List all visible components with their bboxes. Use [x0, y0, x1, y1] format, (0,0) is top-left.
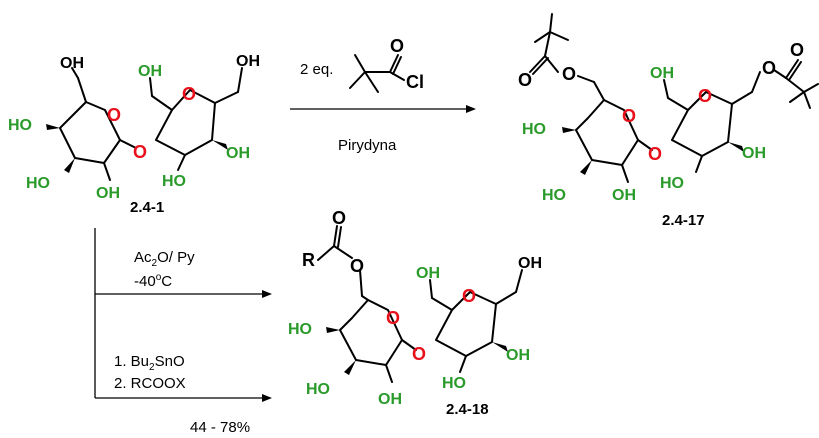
reaction-arrow-top: 2 eq. O Cl Pirydyna [290, 36, 476, 154]
carbonyl-oxygen-p2: O [332, 208, 346, 228]
hydroxyl-c2: OH [96, 185, 120, 202]
hydroxyl-c3-p2: HO [306, 381, 330, 398]
acyl-group-r: R [302, 250, 315, 270]
hydroxyl-c4prime-p1: OH [742, 145, 766, 162]
hydroxyl-c1prime-p1: OH [650, 65, 674, 82]
condition-acetic-anhydride: Ac2O/ Py [134, 249, 195, 269]
carbonyl-oxygen-left: O [518, 70, 532, 90]
ring-oxygen-fructose: O [182, 84, 196, 104]
ester-oxygen-p2: O [350, 256, 364, 276]
ring-oxygen-fructose-p1: O [698, 86, 712, 106]
hydroxyl-c3prime: HO [162, 173, 186, 190]
hydroxyl-c4: HO [8, 117, 32, 134]
yield-range: 44 - 78% [190, 419, 250, 436]
hydroxyl-c4prime: OH [226, 145, 250, 162]
compound-label-2-4-17: 2.4-17 [662, 212, 705, 229]
ring-oxygen-fructose-p2: O [462, 286, 476, 306]
hydroxyl-c2-p1: OH [612, 187, 636, 204]
molecule-sucrose: O O O OH HO HO OH OH OH HO OH 2.4-1 [8, 53, 260, 216]
compound-label-2-4-1: 2.4-1 [130, 199, 164, 216]
hydroxyl-c3prime-p2: HO [442, 375, 466, 392]
hydroxyl-c6: OH [60, 55, 84, 72]
condition-step1: 1. Bu2SnO [114, 353, 185, 373]
molecule-pivaloyl-chloride [349, 54, 405, 93]
ring-oxygen-glucose-p1: O [622, 106, 636, 126]
hydroxyl-c1prime: OH [138, 63, 162, 80]
ring-oxygen-glucose-p2: O [386, 308, 400, 328]
ring-oxygen-glucose: O [107, 105, 121, 125]
hydroxyl-c2-p2: OH [378, 391, 402, 408]
hydroxyl-c3: HO [26, 175, 50, 192]
hydroxyl-c3-p1: HO [542, 187, 566, 204]
hydroxyl-c3prime-p1: HO [660, 175, 684, 192]
hydroxyl-c1prime-p2: OH [416, 265, 440, 282]
molecule-diester [529, 13, 819, 183]
hydroxyl-c4-p1: HO [522, 121, 546, 138]
ester-oxygen-left: O [562, 64, 576, 84]
glycosidic-oxygen: O [133, 142, 147, 162]
reagent-quantity: 2 eq. [300, 61, 333, 78]
compound-label-2-4-18: 2.4-18 [446, 401, 489, 418]
solvent-label: Pirydyna [338, 137, 397, 154]
carbonyl-oxygen-right: O [790, 40, 804, 60]
chloride-label: Cl [406, 72, 424, 92]
glycosidic-oxygen-p2: O [412, 344, 426, 364]
ester-oxygen-right: O [762, 58, 776, 78]
condition-step2: 2. RCOOX [114, 375, 186, 392]
reaction-arrow-branch [94, 228, 272, 402]
hydroxyl-c6prime: OH [236, 53, 260, 70]
condition-temperature: -40oC [134, 272, 172, 290]
hydroxyl-c6prime-p2: OH [518, 255, 542, 272]
hydroxyl-c4-p2: HO [288, 321, 312, 338]
hydroxyl-c4prime-p2: OH [506, 347, 530, 364]
glycosidic-oxygen-p1: O [648, 144, 662, 164]
molecule-monoester [317, 225, 523, 383]
carbonyl-oxygen-reagent: O [390, 36, 404, 56]
